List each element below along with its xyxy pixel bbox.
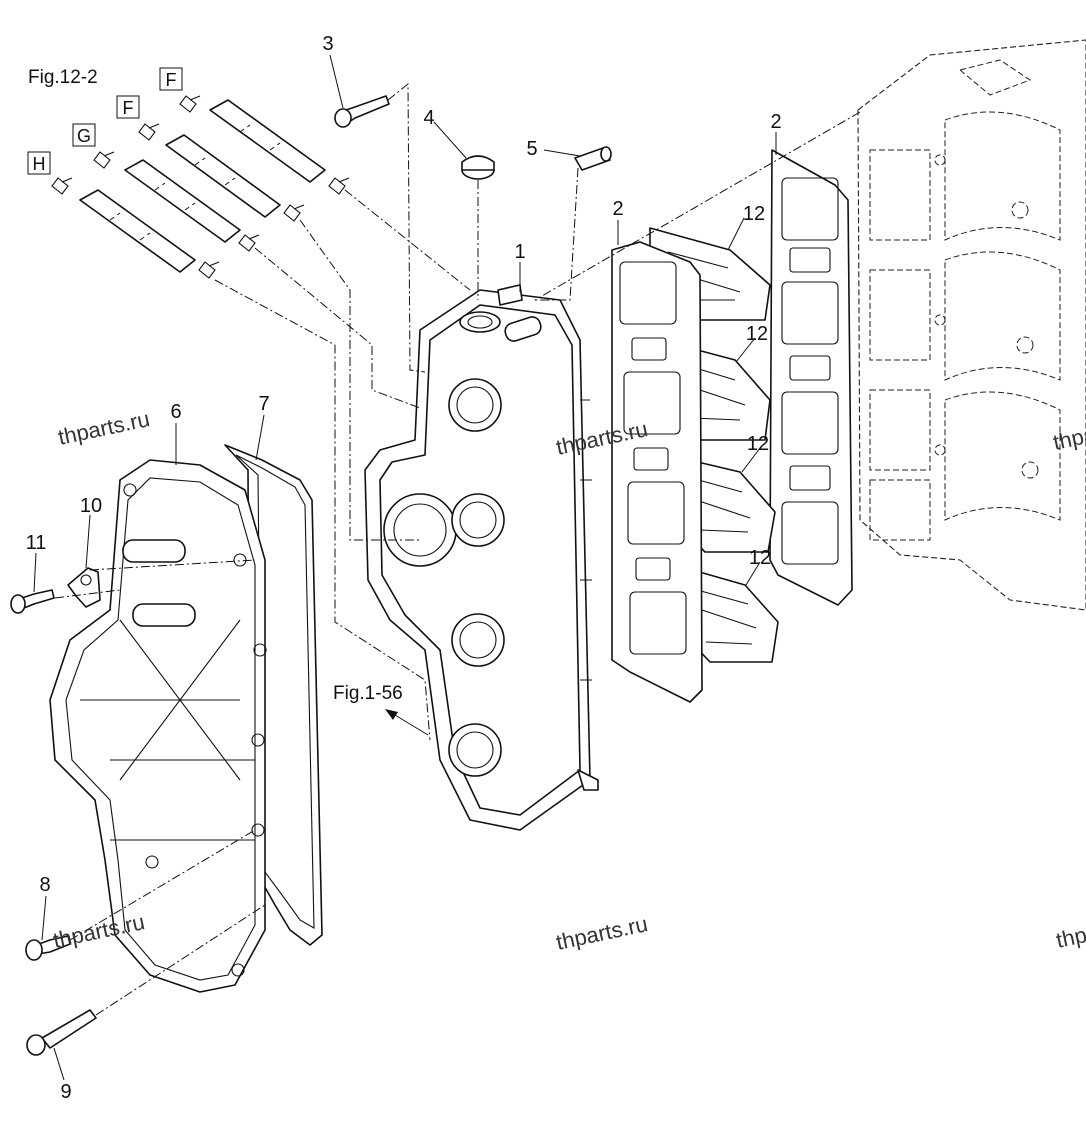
hose-letter-3: G [77,126,91,146]
manifold-housing [364,284,599,831]
small-parts [10,95,612,1056]
callout-12-b: 12 [746,323,768,345]
gasket-right [769,149,853,606]
callout-2-left: 2 [612,198,623,220]
watermark-4: thparts.ru [554,911,650,955]
callout-12-a: 12 [743,203,765,225]
hose-letter-2: F [123,98,134,118]
watermark-6: thparts.ru [1054,909,1086,953]
callout-12-d: 12 [749,547,771,569]
hose-letter-boxes: F F G H [27,67,183,175]
figure-ref-arrow: Fig.1-56 [333,683,403,704]
callout-2-right: 2 [770,111,781,133]
callout-8: 8 [39,874,50,896]
callout-numbers: 1 2 2 3 4 5 6 7 8 9 10 11 12 12 12 12 [26,33,782,1103]
engine-block-outline [857,39,1086,611]
callout-3: 3 [322,33,333,55]
callout-9: 9 [60,1081,71,1103]
callout-12-c: 12 [747,433,769,455]
watermark-1: thparts.ru [56,406,152,450]
hose-letter-1: F [166,70,177,90]
callout-1: 1 [514,241,525,263]
callout-4: 4 [423,107,434,129]
gasket-left [611,241,703,703]
figure-ref-main: Fig.12-2 [28,67,98,88]
callout-5: 5 [526,138,537,160]
callout-11: 11 [26,532,47,554]
manifold-cover [49,459,267,993]
hoses-and-clamps [51,95,350,279]
callout-6: 6 [170,401,181,423]
callout-7: 7 [258,393,269,415]
fig-reference-arrow [385,709,429,736]
callout-10: 10 [80,495,102,517]
assembly-lines [54,82,861,1016]
callout-leaders [33,54,777,1081]
hose-letter-4: H [33,154,46,174]
